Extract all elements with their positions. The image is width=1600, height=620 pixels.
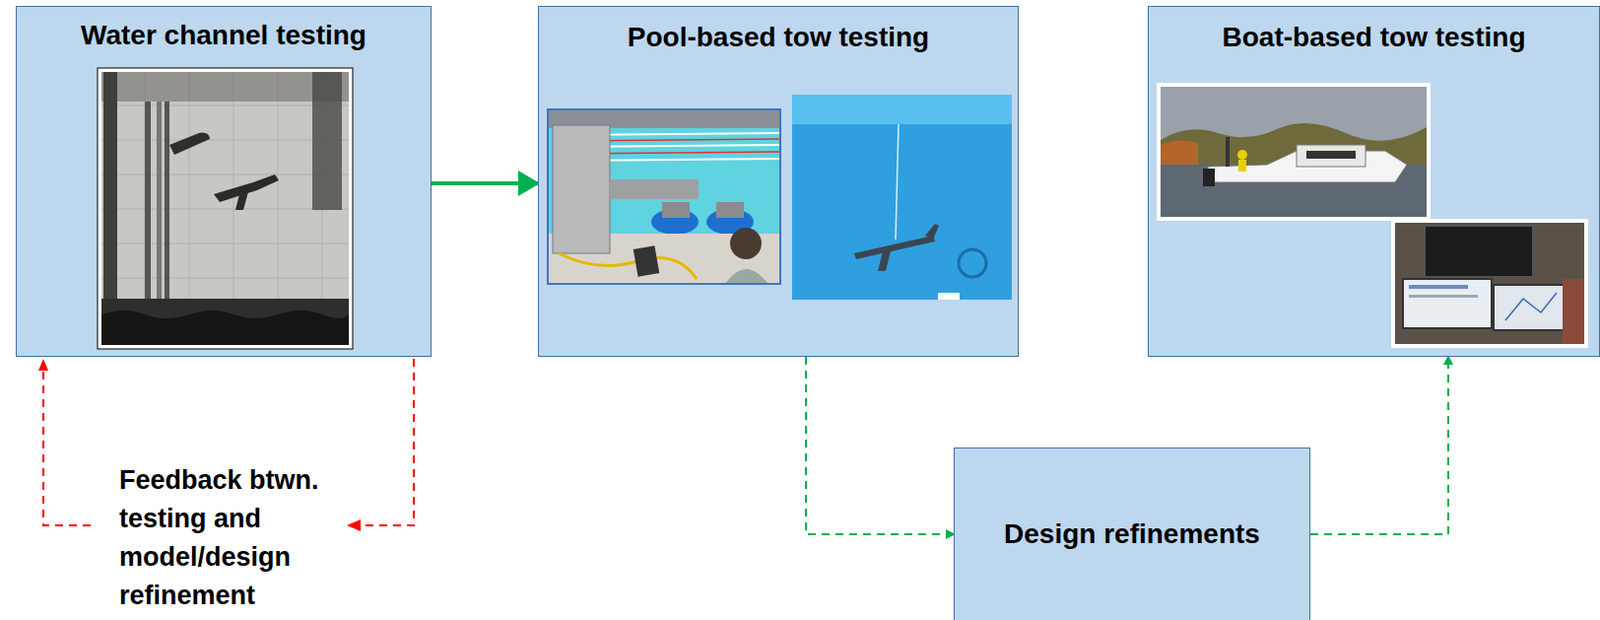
node-title: Water channel testing <box>80 18 367 53</box>
node-title: Pool-based tow testing <box>627 20 930 55</box>
pool-tow-photos <box>538 6 1020 358</box>
note-label: Feedback btwn. testing and model/design … <box>119 461 338 615</box>
flow-arrow <box>805 356 954 534</box>
feedback-arrowhead <box>346 519 361 532</box>
water-channel-photo <box>16 6 433 358</box>
feedback-arrowhead <box>38 358 49 371</box>
test-stage-box: Water channel testing <box>15 5 432 357</box>
flow-arrow <box>1310 356 1449 534</box>
process-box: Design refinements <box>953 447 1311 620</box>
boat-tow-photos <box>1148 6 1600 358</box>
feedback-line <box>358 358 414 526</box>
flow-arrow <box>431 181 538 186</box>
node-title: Boat-based tow testing <box>1221 20 1526 55</box>
test-stage-box: Boat-based tow testing <box>1147 5 1600 357</box>
node-title: Design refinements <box>1003 517 1261 551</box>
test-stage-box: Pool-based tow testing <box>537 5 1019 357</box>
feedback-line <box>43 368 91 526</box>
